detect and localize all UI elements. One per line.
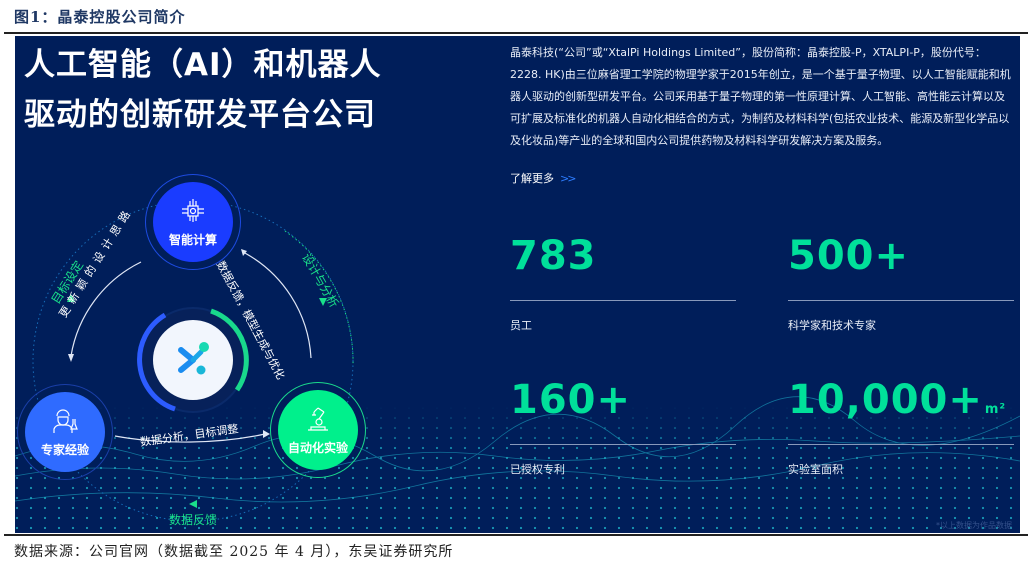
chip-icon [182, 198, 204, 222]
node-label: 智能计算 [168, 232, 217, 247]
rd-cycle-diagram: 智能计算 专家经验 [15, 36, 515, 533]
stat-unit: m² [984, 402, 1007, 417]
top-rule [4, 32, 1028, 34]
stat-value: 783 [510, 233, 597, 279]
xtalpi-logo-icon [153, 320, 233, 400]
stat-employees: 783 员工 [510, 234, 736, 333]
stat-lab-area: 10,000+m² 实验室面积 [788, 378, 1014, 477]
stat-divider [510, 444, 736, 445]
figure-title: 图1：晶泰控股公司简介 [14, 8, 186, 26]
robot-arm-icon [308, 407, 328, 431]
data-note: *以上数据为作品数据 [936, 521, 1012, 530]
headline-line-2: 驱动的创新研发平台公司 [24, 97, 376, 133]
stat-divider [788, 444, 1014, 445]
dotted-wave-background [15, 396, 1020, 533]
outer-arc-label-bottom: 数据反馈 [169, 513, 218, 527]
stat-value: 160+ [510, 377, 632, 423]
bottom-rule [4, 534, 1028, 536]
stat-value: 500+ [788, 233, 910, 279]
company-description: 晶泰科技(“公司”或“XtalPi Holdings Limited”，股份简称… [510, 46, 1011, 147]
company-intro-panel: 人工智能（AI）和机器人 驱动的创新研发平台公司 [15, 36, 1020, 533]
node-expert-experience: 专家经验 [25, 392, 105, 472]
stat-divider [788, 300, 1014, 301]
learn-more-label: 了解更多 [510, 172, 554, 185]
headline-line-1: 人工智能（AI）和机器人 [24, 47, 382, 83]
node-label: 专家经验 [40, 442, 89, 457]
stat-label: 已授权专利 [510, 463, 565, 476]
stat-divider [510, 300, 736, 301]
stat-label: 科学家和技术专家 [788, 319, 876, 332]
stat-value: 10,000+ [788, 377, 983, 423]
learn-more-link[interactable]: 了解更多 >> [510, 170, 577, 186]
scientist-icon [53, 408, 78, 433]
node-label: 自动化实验 [287, 440, 348, 455]
node-automated-experiment: 自动化实验 [278, 390, 358, 470]
double-chevron-right-icon: >> [560, 171, 577, 185]
stat-patents: 160+ 已授权专利 [510, 378, 736, 477]
figure-source: 数据来源：公司官网（数据截至 2025 年 4 月），东吴证券研究所 [14, 544, 454, 560]
node-intelligent-computing: 智能计算 [153, 182, 233, 262]
stat-label: 实验室面积 [788, 463, 843, 476]
stat-scientists: 500+ 科学家和技术专家 [788, 234, 1014, 333]
stat-label: 员工 [510, 319, 532, 332]
headline: 人工智能（AI）和机器人 驱动的创新研发平台公司 [24, 40, 382, 140]
